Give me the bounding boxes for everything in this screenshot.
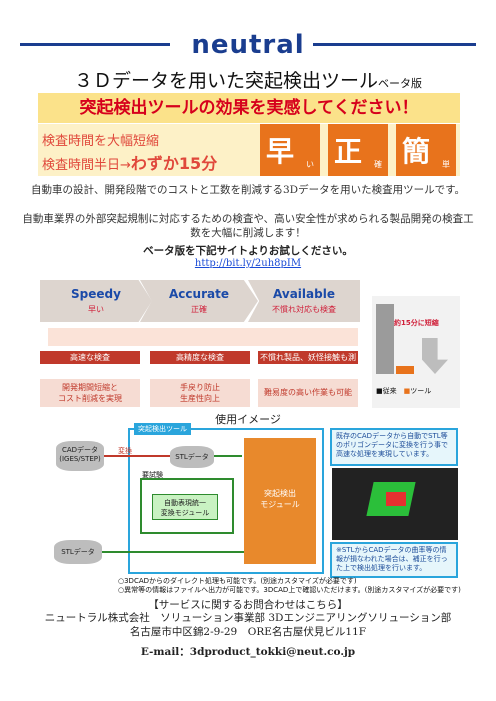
benefit-panel: 検査時間を大幅短縮 検査時間半日→わずか15分 早い 正確 簡単 (38, 124, 460, 176)
headline-banner: 突起検出ツールの効果を実感してください！ (38, 93, 460, 123)
box-label: 要試験 (142, 471, 163, 479)
feature-bar-2: 高精度な検査 (150, 351, 250, 364)
cad-screenshot (332, 468, 458, 540)
stl-arrow (214, 455, 242, 457)
header-rule-right (290, 43, 476, 46)
tool-label: 突起検出ツール (134, 423, 191, 435)
cad-data-icon: CADデータ (IGES/STEP) (56, 441, 104, 471)
compare-label: 約15分に短縮 (394, 319, 439, 327)
page-title: ３Ｄデータを用いた突起検出ツールベータ版 (73, 70, 422, 92)
address: 名古屋市中区錦2-9-29 ORE名古屋伏見ビル11F (129, 626, 367, 638)
stl-input-icon: STLデータ (54, 540, 102, 564)
convert-frame (140, 478, 234, 534)
contact-email[interactable]: E-mail：3dproduct_tokki@neut.co.jp (140, 646, 356, 658)
intro-paragraph-1: 自動車の設計、開発段階でのコストと工数を削減する3Dデータを用いた検査用ツールで… (30, 184, 466, 196)
benefit-line-2: 検査時間半日→わずか15分 (42, 154, 218, 173)
auto-convert-module: 自動表現統一 変換モジュール (152, 494, 218, 520)
time-comparison-chart: 約15分に短縮 ■従来 ■ツール (372, 296, 460, 408)
tool-frame (128, 428, 324, 574)
highlight-shape (386, 492, 406, 506)
feature-bar-3: 不慣れ製品、妖怪接触も測定 (258, 351, 358, 375)
beta-invite: ベータ版を下記サイトよりお試しください。 (143, 245, 353, 257)
feature-result-3: 難易度の高い作業も可能 (258, 379, 358, 407)
bar-after (396, 366, 414, 374)
detect-module: 突起検出 モジュール (244, 438, 316, 564)
benefit-line-1: 検査時間を大幅短縮 (42, 134, 160, 149)
feature-result-2: 手戻り防止 生産性向上 (150, 379, 250, 407)
convert-arrow (104, 455, 170, 457)
feature-result-1: 開発期間短縮と コスト削減を実現 (40, 379, 140, 407)
download-link[interactable]: http://bit.ly/2uh8pIM (194, 258, 302, 269)
stl-input-arrow (102, 551, 244, 553)
description-1: 既存のCADデータから自動でSTL等のポリゴンデータに変換を行う事で高速な処理を… (330, 428, 458, 466)
stl-data-icon: STLデータ (170, 446, 214, 468)
arrow-band (48, 328, 358, 346)
intro-paragraph-2: 自動車業界の外部突起規制に対応するための検査や、高い安全性が求められる製品開発の… (22, 213, 474, 239)
tile-accurate: 正確 (328, 124, 388, 176)
inquiry-heading: 【サービスに関するお問合わせはこちら】 (148, 599, 348, 611)
usage-title: 使用イメージ (215, 413, 281, 426)
company-name: ニュートラル株式会社 ソリューション事業部 3Dエンジニアリングソリューション部 (44, 612, 452, 624)
bar-before (376, 304, 394, 374)
note-2: ○異常等の情報はファイルへ出力が可能です。3DCAD上で確認いただけます。(別途… (118, 586, 461, 594)
description-2: ※STLからCADデータの曲率等の情報が損なわれた場合は、補正を行った上で検出処… (330, 542, 458, 578)
legend: ■従来 ■ツール (376, 387, 432, 395)
convert-label: 変換 (118, 447, 132, 455)
tile-easy: 簡単 (396, 124, 456, 176)
brand-logo: neutral (0, 30, 496, 60)
feature-bar-1: 高速な検査 (40, 351, 140, 364)
note-1: ○3DCADからのダイレクト処理も可能です。(別途カスタマイズが必要です) (118, 577, 357, 585)
header-rule-left (20, 43, 170, 46)
down-arrow-icon (422, 338, 448, 374)
tile-fast: 早い (260, 124, 320, 176)
